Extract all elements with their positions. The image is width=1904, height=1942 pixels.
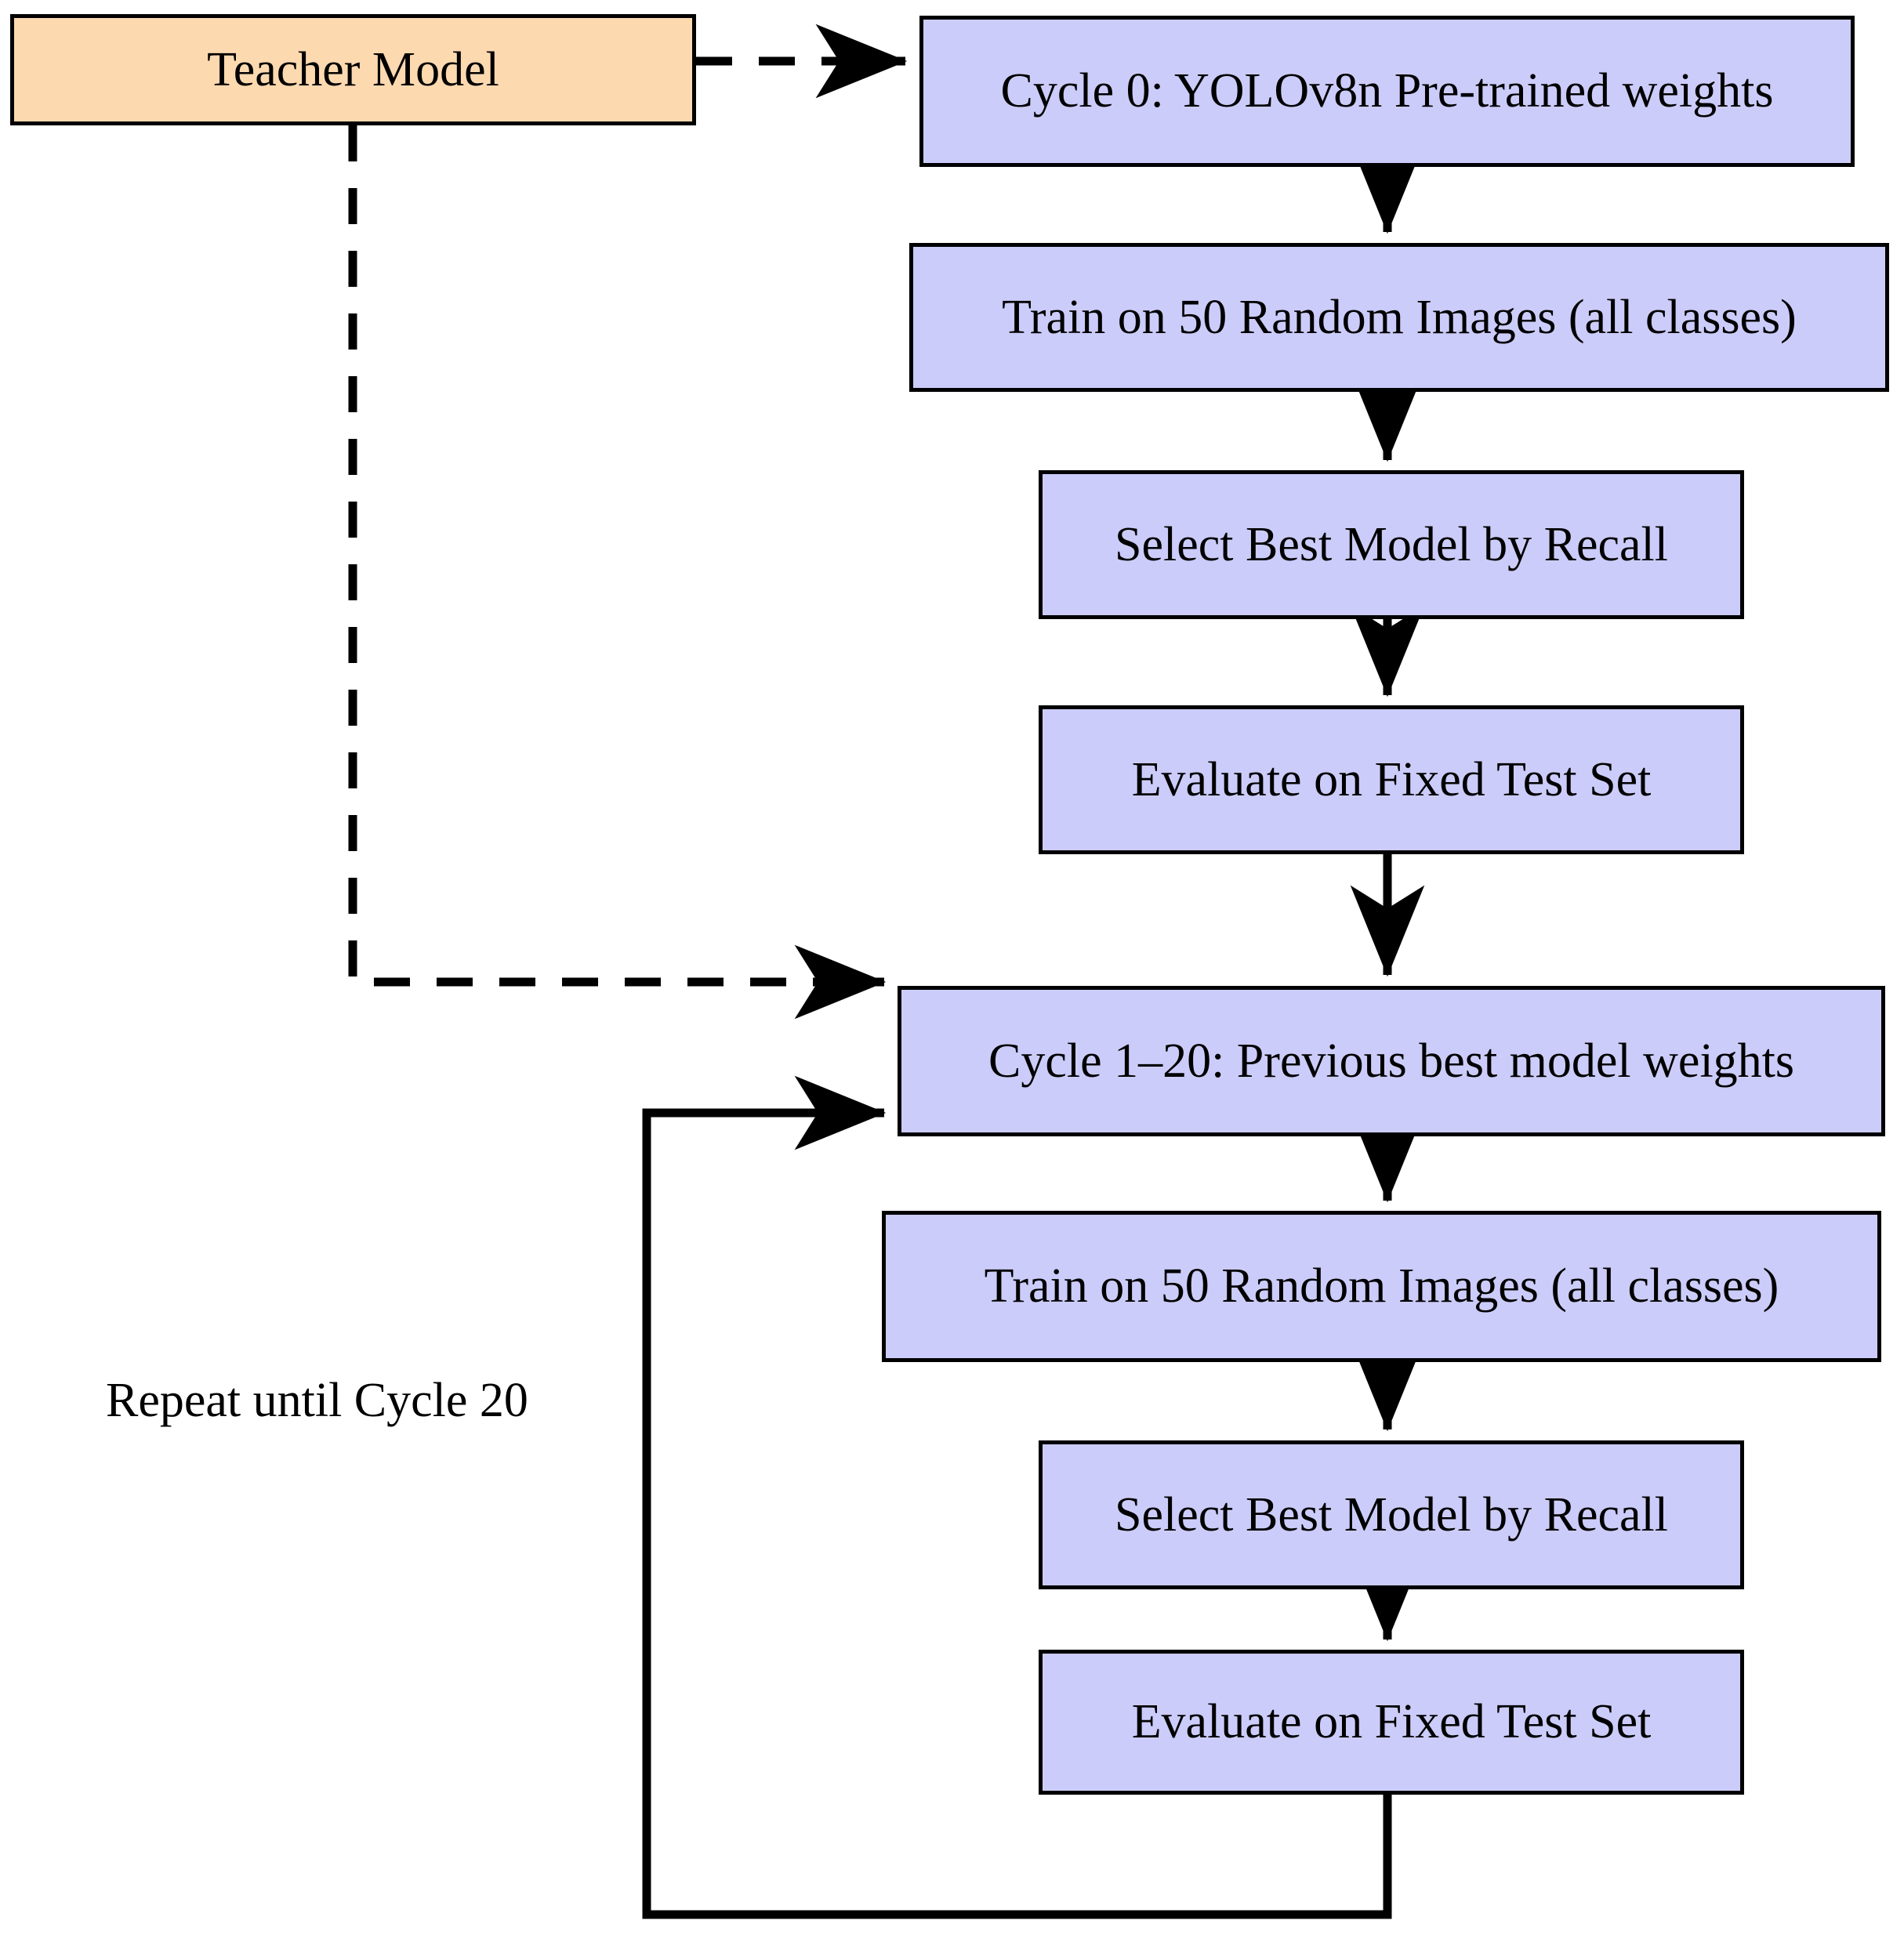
node-teacher-model[interactable]: Teacher Model: [10, 14, 696, 125]
node-label: Train on 50 Random Images (all classes): [984, 1259, 1779, 1313]
node-train-bottom[interactable]: Train on 50 Random Images (all classes): [882, 1211, 1881, 1362]
node-label: Evaluate on Fixed Test Set: [1131, 1695, 1652, 1749]
node-label: Train on 50 Random Images (all classes): [1002, 290, 1797, 344]
edge-label-repeat-until-cycle-20: Repeat until Cycle 20: [106, 1374, 528, 1427]
node-label: Evaluate on Fixed Test Set: [1131, 752, 1652, 806]
node-evaluate-top[interactable]: Evaluate on Fixed Test Set: [1039, 705, 1744, 854]
node-train-top[interactable]: Train on 50 Random Images (all classes): [909, 243, 1889, 392]
node-cycle1-20-weights[interactable]: Cycle 1–20: Previous best model weights: [898, 986, 1885, 1136]
node-cycle0-weights[interactable]: Cycle 0: YOLOv8n Pre-trained weights: [919, 16, 1855, 167]
node-label: Cycle 0: YOLOv8n Pre-trained weights: [1000, 64, 1774, 118]
node-label: Select Best Model by Recall: [1115, 1487, 1668, 1542]
node-select-bottom[interactable]: Select Best Model by Recall: [1039, 1440, 1744, 1589]
node-label: Select Best Model by Recall: [1115, 517, 1668, 571]
node-select-top[interactable]: Select Best Model by Recall: [1039, 470, 1744, 619]
node-label: Teacher Model: [207, 42, 499, 96]
edge-teacher-to-cycle1-20: [348, 125, 887, 1020]
node-label: Cycle 1–20: Previous best model weights: [988, 1034, 1795, 1088]
node-evaluate-bottom[interactable]: Evaluate on Fixed Test Set: [1039, 1650, 1744, 1795]
